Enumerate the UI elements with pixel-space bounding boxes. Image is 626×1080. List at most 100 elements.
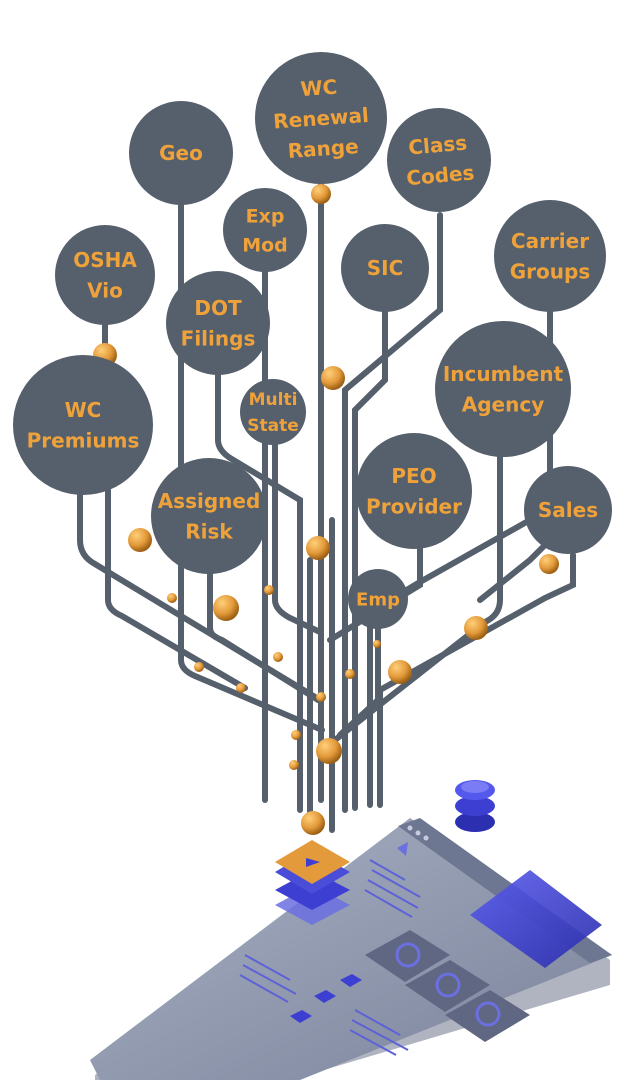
branch-emp [337, 619, 381, 738]
node-label: Risk [185, 519, 233, 543]
orb [213, 595, 239, 621]
node-circle [356, 433, 472, 549]
orb [273, 652, 283, 662]
node-sic: SIC [341, 224, 429, 312]
node-label: Class [407, 131, 468, 160]
node-circle [494, 200, 606, 312]
node-label: Exp [246, 205, 285, 227]
node-label: Carrier [511, 229, 589, 253]
node-geo: Geo [129, 101, 233, 205]
node-circle [223, 188, 307, 272]
orbs [93, 184, 559, 835]
node-circle [55, 225, 155, 325]
branch-wc-premiums-2 [105, 477, 248, 691]
gallery-tile [445, 990, 530, 1042]
node-label: Agency [462, 392, 545, 416]
node-label: DOT [194, 296, 242, 320]
branch-class-codes [342, 212, 443, 813]
node-sales: Sales [524, 466, 612, 554]
node-label: Provider [366, 494, 462, 518]
orb [167, 593, 177, 603]
gallery-tile [365, 930, 450, 982]
floating-card [470, 870, 602, 968]
orb [539, 554, 559, 574]
node-label: Filings [181, 326, 256, 350]
orb [311, 184, 331, 204]
node-circle [387, 108, 491, 212]
orb [301, 811, 325, 835]
node-circle [13, 355, 153, 495]
node-label: Vio [87, 278, 123, 302]
branch-wc-premiums [77, 477, 323, 703]
orb [291, 730, 301, 740]
orb [388, 660, 412, 684]
node-circle [151, 458, 267, 574]
database-icon [455, 780, 495, 832]
branch-sales [377, 552, 576, 808]
orb [128, 528, 152, 552]
node-circle [255, 52, 387, 184]
orb [264, 585, 274, 595]
play-icon [397, 842, 408, 856]
layer-stack-icon [275, 840, 350, 925]
orb [316, 738, 342, 764]
branch-multi-state [272, 437, 323, 635]
text-lines-icon [239, 859, 421, 1056]
node-label: Geo [159, 141, 203, 165]
node-label: Mod [242, 234, 288, 256]
gallery-tile [405, 960, 490, 1012]
node-dot-filings: DOT Filings [166, 271, 270, 375]
square-icon [314, 990, 336, 1003]
node-label: Groups [510, 259, 590, 283]
orb [289, 760, 299, 770]
node-circle [166, 271, 270, 375]
window-dot [415, 830, 421, 836]
branch-geo [178, 197, 325, 733]
branch-dot-filings [215, 357, 303, 813]
branch-assigned-risk [207, 567, 321, 703]
orb [236, 683, 246, 693]
node-label: Emp [356, 589, 400, 610]
node-label: Premiums [27, 428, 140, 452]
orb [306, 536, 330, 560]
isometric-platform [90, 780, 612, 1080]
window-dot [407, 825, 413, 831]
node-label: WC [65, 398, 102, 422]
node-emp: Emp [348, 569, 408, 629]
node-label: State [247, 416, 299, 436]
node-peo-provider: PEO Provider [356, 433, 472, 549]
node-label: PEO [391, 464, 436, 488]
orb [345, 669, 355, 679]
orb [464, 616, 488, 640]
node-label: Assigned [158, 489, 261, 513]
node-label: WC [300, 75, 338, 102]
orb [373, 640, 381, 648]
node-label: Range [287, 134, 360, 163]
node-label: Multi [249, 390, 298, 410]
node-circle [435, 321, 571, 457]
node-circle [348, 569, 408, 629]
square-icon [340, 974, 362, 987]
square-icon [290, 1010, 312, 1023]
node-label: OSHA [73, 248, 137, 272]
node-label: SIC [367, 256, 404, 280]
node-wc-premiums: WC Premiums [13, 355, 153, 495]
node-circle [129, 101, 233, 205]
node-circle [524, 466, 612, 554]
node-circle [240, 379, 306, 445]
orb [194, 662, 204, 672]
orb [321, 366, 345, 390]
node-osha-vio: OSHA Vio [55, 225, 155, 325]
node-label: Sales [538, 498, 598, 522]
node-label: Incumbent [443, 362, 564, 386]
node-label: Codes [405, 160, 475, 190]
